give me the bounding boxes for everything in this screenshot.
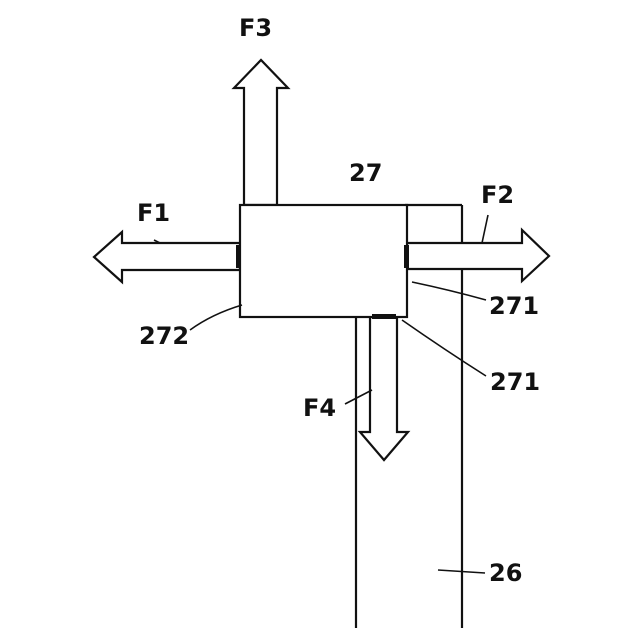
leader-f4 bbox=[345, 390, 372, 404]
leader-271-right bbox=[412, 282, 486, 300]
arrow-f4 bbox=[360, 317, 408, 460]
leader-272 bbox=[190, 305, 242, 330]
label-f2: F2 bbox=[481, 181, 514, 209]
label-272: 272 bbox=[139, 322, 189, 350]
label-f1: F1 bbox=[137, 199, 170, 227]
label-271-bottom: 271 bbox=[490, 368, 540, 396]
label-rail-26: 26 bbox=[489, 559, 522, 587]
leader-f2 bbox=[482, 215, 488, 243]
contact-271-bottom-pad bbox=[372, 314, 396, 319]
label-271-right: 271 bbox=[489, 292, 539, 320]
contact-271-right-pad bbox=[404, 245, 409, 268]
label-f3: F3 bbox=[239, 14, 272, 42]
block-27 bbox=[240, 205, 407, 317]
arrow-f1 bbox=[94, 232, 240, 282]
arrow-f3 bbox=[234, 60, 288, 205]
contact-272-pad bbox=[236, 245, 241, 268]
leader-271-bottom bbox=[402, 320, 486, 376]
label-f4: F4 bbox=[303, 394, 336, 422]
arrow-f2 bbox=[407, 230, 549, 281]
label-block-27: 27 bbox=[349, 159, 382, 187]
